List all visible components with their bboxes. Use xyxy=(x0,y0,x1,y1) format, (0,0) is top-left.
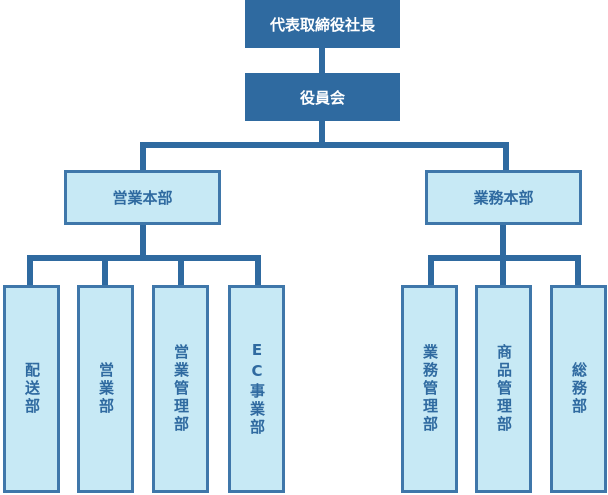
node-sales-division-label: 営業本部 xyxy=(112,189,173,207)
node-dept-delivery: 配送部 xyxy=(3,285,60,493)
node-board-label: 役員会 xyxy=(299,88,345,107)
connector-board-down xyxy=(319,121,325,146)
node-dept-sales: 営業部 xyxy=(77,285,134,493)
connector-right-division-down xyxy=(500,225,506,258)
connector-dept-3 xyxy=(178,255,184,285)
connector-dept-5 xyxy=(428,255,434,285)
node-operations-division-label: 業務本部 xyxy=(473,189,534,207)
connector-top-board xyxy=(319,48,325,73)
node-dept-ec: EC事業部 xyxy=(228,285,285,493)
connector-dept-2 xyxy=(102,255,108,285)
node-dept-general-affairs: 総務部 xyxy=(550,285,607,493)
node-dept-label: 商品管理部 xyxy=(495,344,513,434)
node-dept-label: 業務管理部 xyxy=(421,344,439,434)
node-dept-label: 配送部 xyxy=(23,362,41,416)
connector-dept-4 xyxy=(255,255,261,285)
connector-division-bar xyxy=(140,142,509,148)
connector-dept-7 xyxy=(575,255,581,285)
node-ceo-label: 代表取締役社長 xyxy=(269,15,375,34)
node-dept-product-admin: 商品管理部 xyxy=(475,285,532,493)
node-dept-label: 総務部 xyxy=(570,362,588,416)
connector-left-division-down xyxy=(140,225,146,258)
node-board: 役員会 xyxy=(245,73,400,121)
node-ceo: 代表取締役社長 xyxy=(245,0,400,48)
node-dept-sales-admin: 営業管理部 xyxy=(152,285,209,493)
node-dept-label: 営業管理部 xyxy=(172,344,190,434)
node-dept-ops-admin: 業務管理部 xyxy=(401,285,458,493)
connector-dept-6 xyxy=(500,255,506,285)
connector-left-dept-bar xyxy=(27,255,261,261)
node-sales-division: 営業本部 xyxy=(64,170,221,225)
connector-dept-1 xyxy=(27,255,33,285)
node-dept-label: EC事業部 xyxy=(248,341,266,437)
connector-left-division-drop xyxy=(140,142,146,170)
node-dept-label: 営業部 xyxy=(97,362,115,416)
connector-right-division-drop xyxy=(503,142,509,170)
node-operations-division: 業務本部 xyxy=(425,170,582,225)
